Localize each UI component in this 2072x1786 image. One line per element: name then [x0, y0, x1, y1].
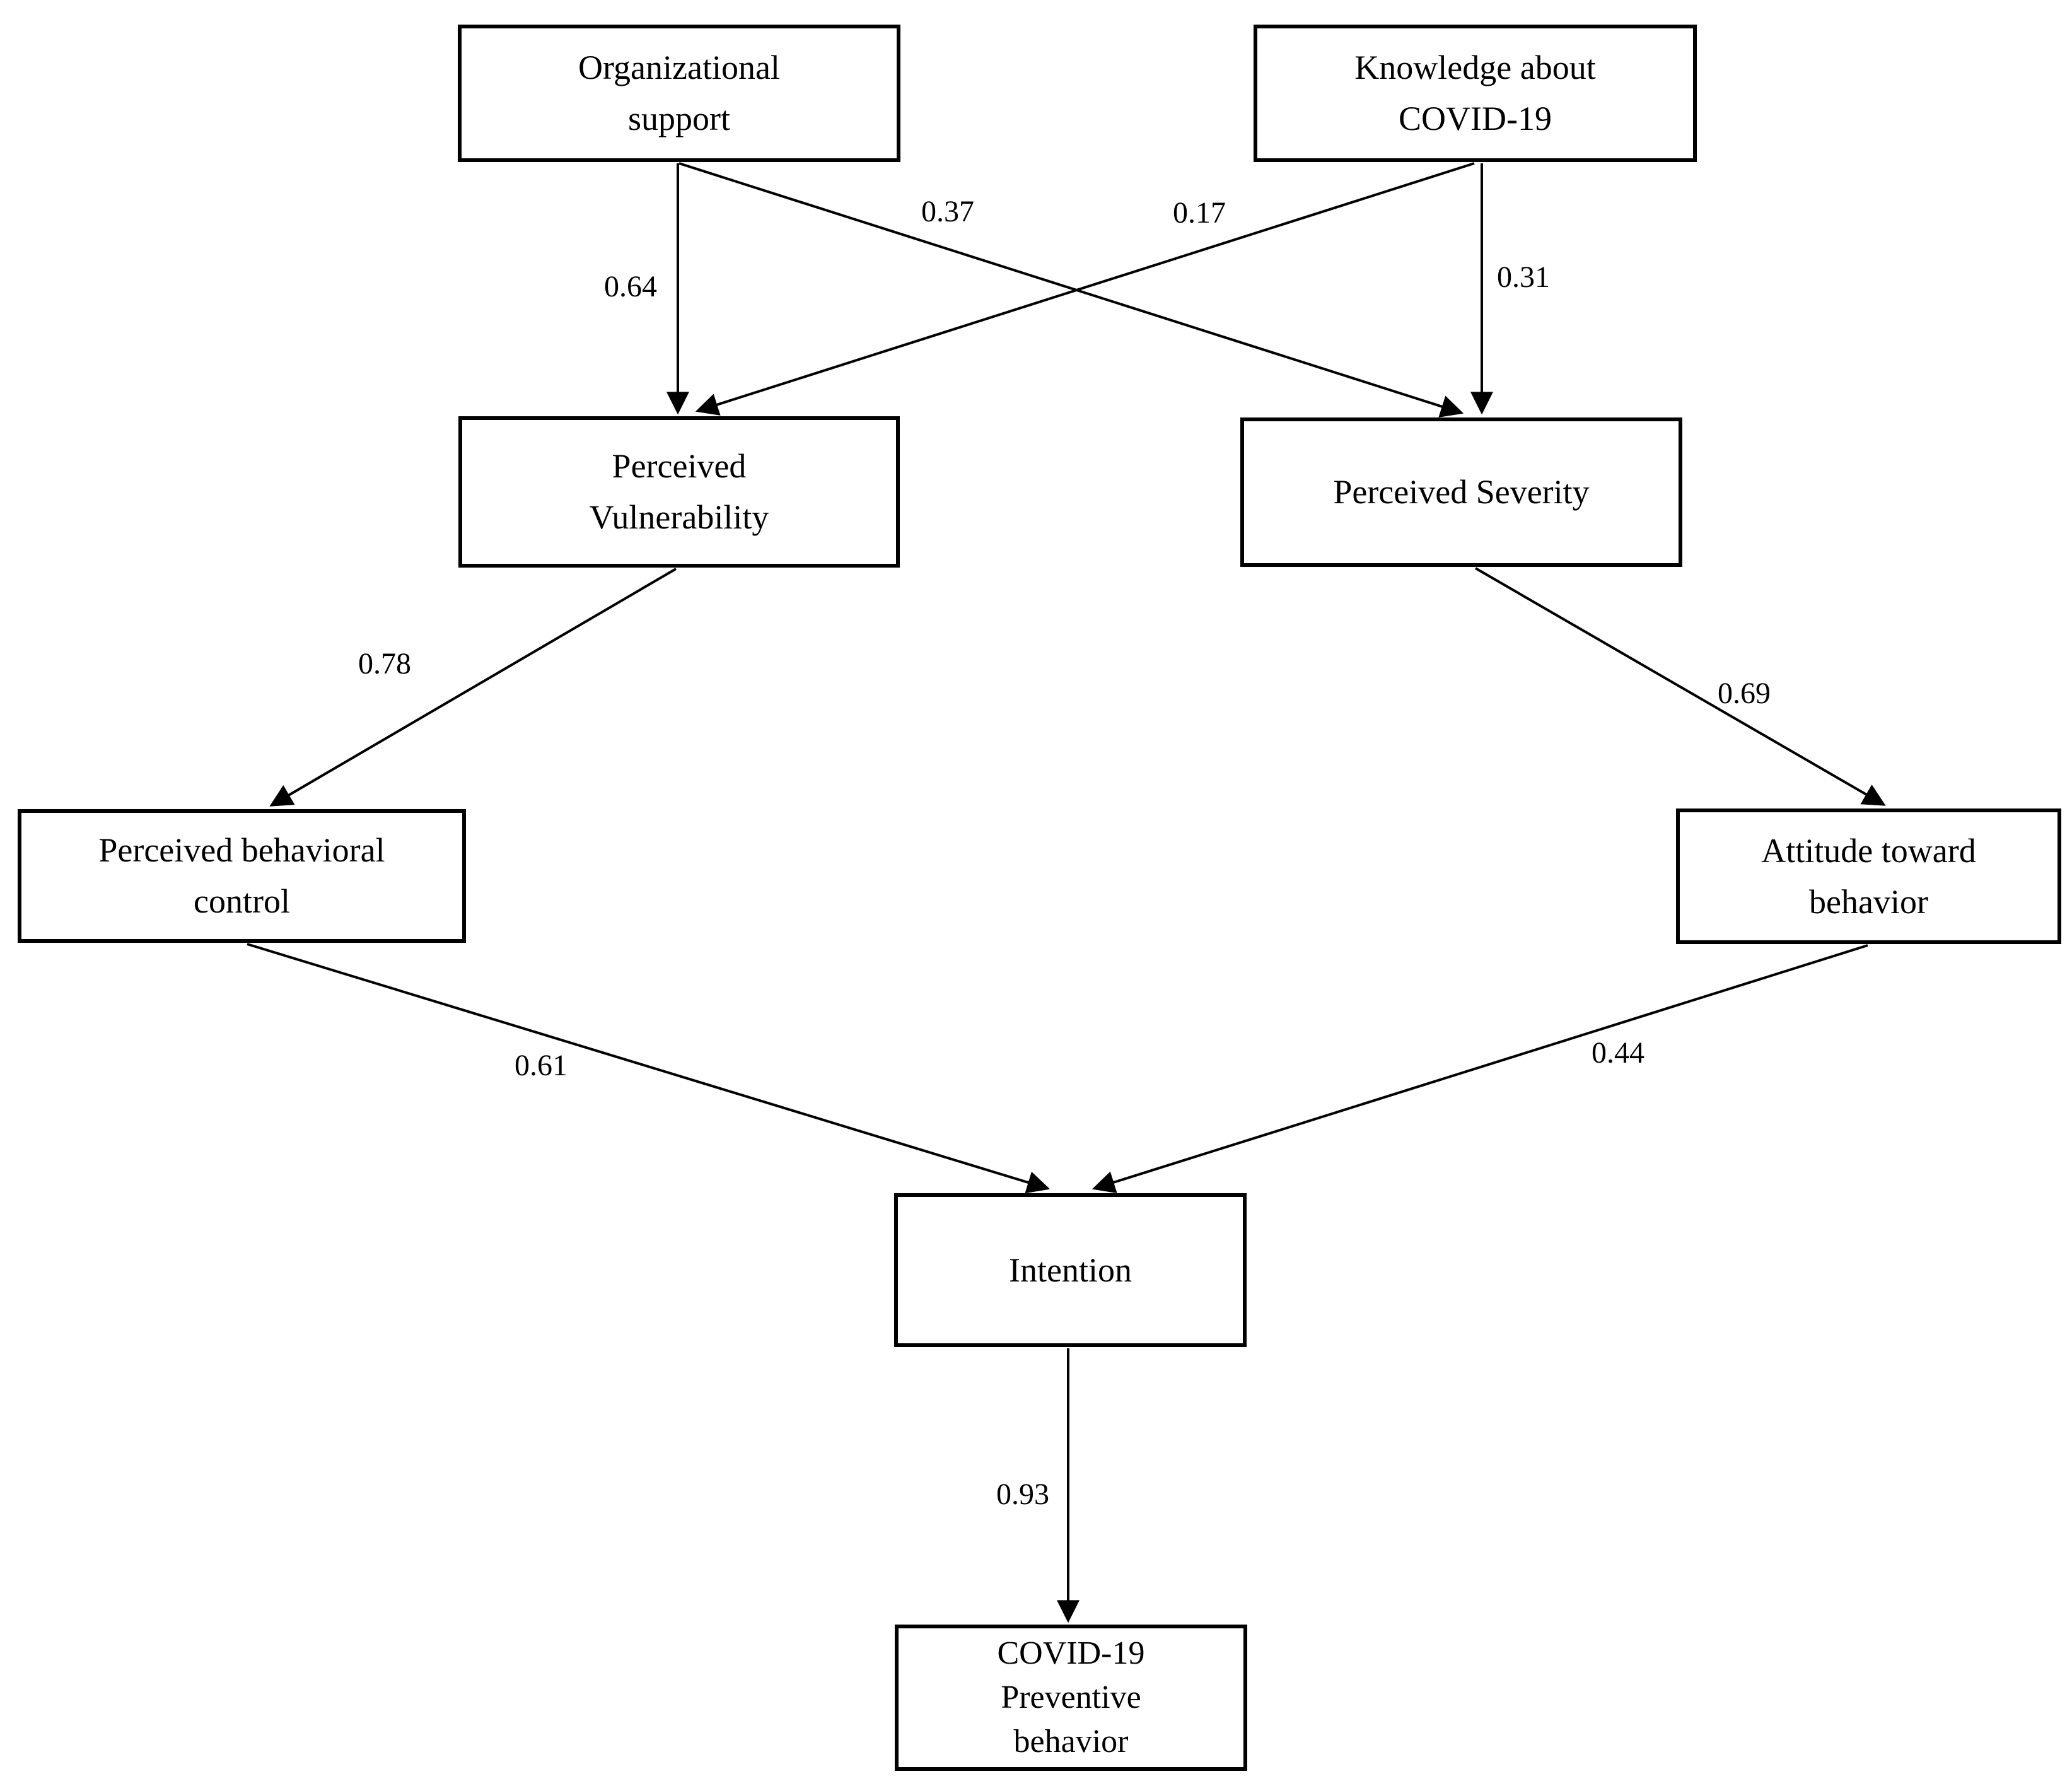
node-organizational-support: Organizational support	[458, 25, 900, 162]
node-label-line: behavior	[1013, 1724, 1129, 1760]
edge-weight-vulnerability-behavioralcontrol: 0.78	[358, 647, 411, 680]
arrow-attitude-to-intention	[1091, 944, 1868, 1193]
node-label-line: COVID-19	[997, 1635, 1145, 1671]
edge-weight-orgsupport-vulnerability: 0.64	[604, 270, 657, 303]
node-perceived-vulnerability: Perceived Vulnerability	[458, 416, 900, 568]
node-label-line: Vulnerability	[589, 498, 769, 536]
node-perceived-severity: Perceived Severity	[1240, 417, 1682, 567]
arrow-vulnerability-to-behavioralcontrol	[269, 568, 677, 807]
edge-weight-severity-attitude: 0.69	[1718, 677, 1771, 710]
node-label-line: Preventive	[1001, 1679, 1141, 1715]
node-label-line: behavior	[1809, 882, 1928, 921]
arrow-knowledge-to-vulnerability	[695, 162, 1475, 416]
arrow-behavioralcontrol-to-intention	[247, 943, 1051, 1194]
node-covid19-preventive-behavior: COVID-19 Preventive behavior	[895, 1625, 1247, 1771]
node-label-line: Knowledge about	[1354, 49, 1596, 86]
edge-weight-intention-preventivebehavior: 0.93	[996, 1478, 1049, 1511]
node-label-line: Attitude toward	[1761, 831, 1976, 870]
node-attitude-toward-behavior: Attitude toward behavior	[1676, 808, 2061, 944]
node-perceived-behavioral-control: Perceived behavioral control	[18, 809, 466, 943]
edge-weight-behavioralcontrol-intention: 0.61	[515, 1049, 567, 1082]
node-intention: Intention	[894, 1193, 1247, 1347]
edge-weight-knowledge-vulnerability: 0.17	[1173, 196, 1226, 230]
node-label-line: Perceived	[612, 447, 747, 485]
node-label-line: control	[194, 882, 290, 920]
arrow-severity-to-attitude	[1474, 567, 1886, 806]
node-label-line: Organizational	[578, 49, 780, 86]
node-label-line: Perceived Severity	[1333, 473, 1590, 511]
arrow-orgsupport-to-severity	[678, 162, 1464, 417]
node-label-line: support	[628, 100, 730, 137]
node-knowledge-about-covid19: Knowledge about COVID-19	[1254, 25, 1697, 162]
edge-weight-attitude-intention: 0.44	[1592, 1036, 1644, 1070]
node-label-line: Intention	[1009, 1251, 1132, 1289]
node-label-line: COVID-19	[1399, 100, 1552, 137]
edge-weight-orgsupport-severity: 0.37	[921, 195, 974, 228]
node-label-line: Perceived behavioral	[98, 831, 385, 869]
edge-weight-knowledge-severity: 0.31	[1497, 260, 1550, 294]
